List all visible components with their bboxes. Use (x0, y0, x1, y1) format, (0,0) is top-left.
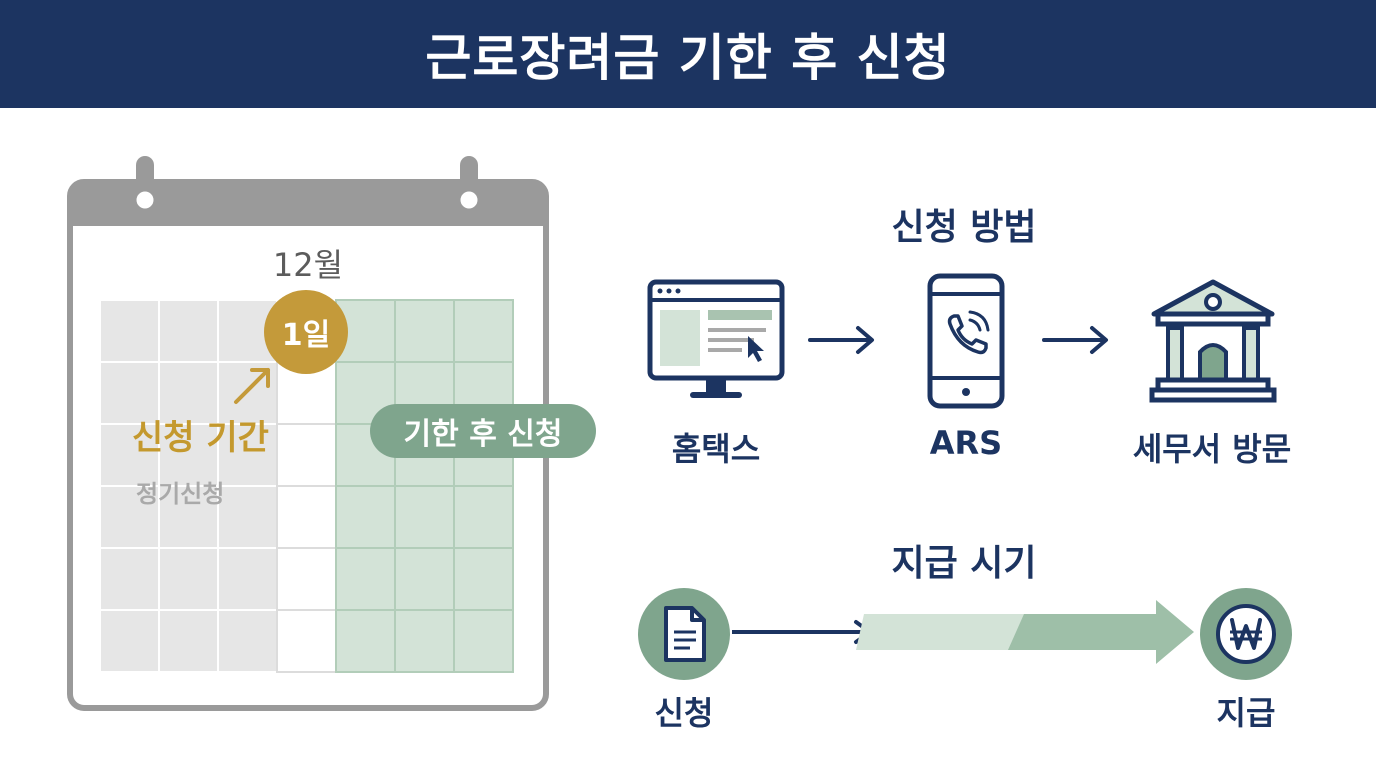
calendar-cell (276, 423, 337, 487)
calendar-cell (99, 609, 160, 673)
calendar-cell (217, 485, 278, 549)
calendar-cell (453, 547, 514, 611)
calendar-cell (99, 299, 160, 363)
page-title: 근로장려금 기한 후 신청 (425, 29, 951, 87)
application-period-label: 신청 기간 (132, 418, 269, 458)
calendar-cell (453, 299, 514, 363)
late-application-badge: 기한 후 신청 (370, 404, 596, 458)
calendar-cell (276, 485, 337, 549)
calendar-cell (276, 609, 337, 673)
calendar-cell (335, 547, 396, 611)
timing-end-label: 지급 (1216, 694, 1276, 732)
calendar-cell (394, 609, 455, 673)
arrow-up-icon (234, 368, 270, 404)
method-label-hometax: 홈택스 (671, 430, 761, 468)
phone-icon (927, 273, 1005, 409)
calendar-cell (335, 609, 396, 673)
header-bar: 근로장려금 기한 후 신청 (0, 0, 1376, 108)
calendar-cell (158, 299, 219, 363)
document-icon (638, 588, 730, 680)
calendar-month: 12월 (272, 246, 344, 284)
computer-icon (647, 279, 785, 398)
regular-application-label: 정기신청 (136, 480, 225, 508)
calendar-cell (158, 485, 219, 549)
deadline-day-badge: 1일 (264, 290, 348, 374)
calendar-cell (394, 299, 455, 363)
calendar-cell (276, 547, 337, 611)
calendar-cell (99, 547, 160, 611)
methods-title: 신청 방법 (891, 207, 1037, 248)
calendar-cell (99, 361, 160, 425)
won-coin-icon (1200, 588, 1292, 680)
calendar-cell (158, 423, 219, 487)
calendar-cell (217, 547, 278, 611)
calendar-icon (67, 156, 549, 711)
arrow-right-icon (1042, 326, 1108, 354)
timing-title: 지급 시기 (891, 543, 1037, 584)
calendar-cell (453, 609, 514, 673)
calendar-cell (158, 609, 219, 673)
calendar-cell (453, 485, 514, 549)
timing-start-label: 신청 (654, 694, 714, 732)
calendar-cell (335, 485, 396, 549)
arrow-right-icon (808, 326, 874, 354)
method-label-tax-office: 세무서 방문 (1132, 430, 1292, 468)
timeline-arrow-icon (732, 600, 1194, 664)
calendar-cell (394, 547, 455, 611)
tax-office-icon (1149, 279, 1277, 403)
calendar-cell (99, 423, 160, 487)
method-label-ars: ARS (929, 424, 1003, 462)
calendar-cell (217, 609, 278, 673)
calendar-cell (158, 547, 219, 611)
calendar-cell (394, 485, 455, 549)
